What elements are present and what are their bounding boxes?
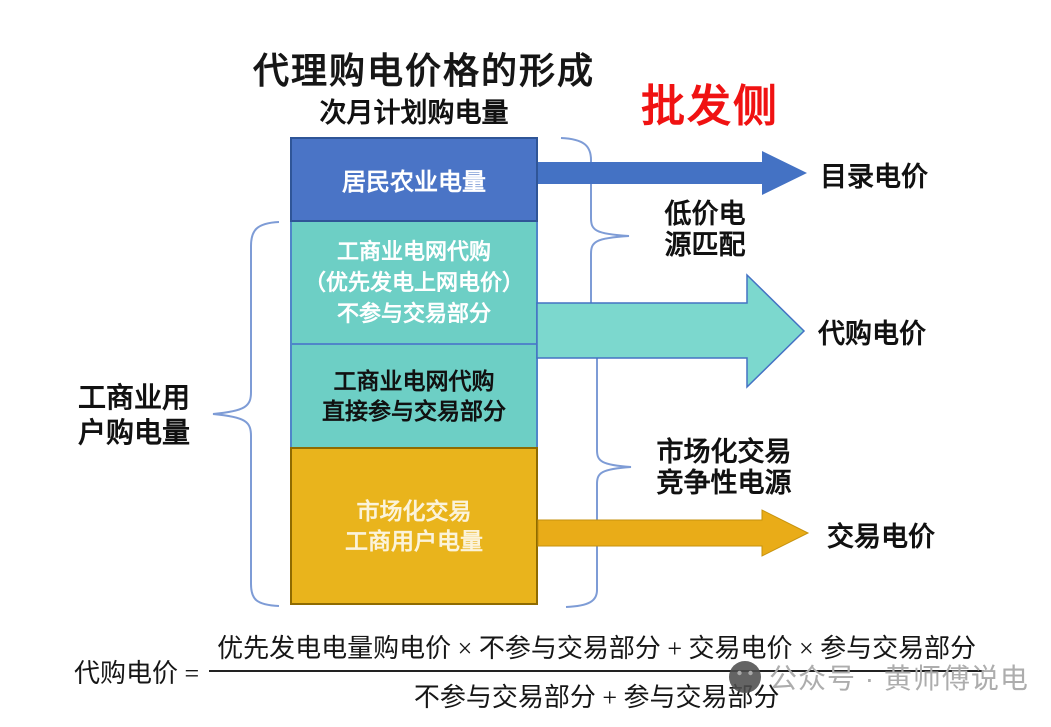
segment-label-line: 不参与交易部分 xyxy=(336,301,491,326)
segment-residential-agriculture: 居民农业电量 xyxy=(290,137,538,222)
formula-numerator: 优先发电电量购电价 × 不参与交易部分 + 交易电价 × 参与交易部分 xyxy=(209,628,985,672)
page-title: 代理购电价格的形成 xyxy=(253,50,596,91)
right-brace-lower xyxy=(565,330,632,608)
formula-lhs: 代购电价 = xyxy=(74,658,200,688)
segment-grid-proxy-nontrade: 工商业电网代购 （优先发电上网电价） 不参与交易部分 xyxy=(290,222,538,345)
annotation-line: 竞争性电源 xyxy=(656,468,792,498)
watermark-text: 公众号 · 黄师傅说电 xyxy=(769,663,1029,694)
annotation-line: 市场化交易 xyxy=(656,437,792,467)
planned-purchase-label: 次月计划购电量 xyxy=(319,98,509,128)
annotation-low-price-match: 低价电 源匹配 xyxy=(640,199,770,261)
annotation-line: 低价电 xyxy=(664,199,746,229)
catalog-price-label: 目录电价 xyxy=(820,162,928,192)
left-brace xyxy=(212,221,280,607)
agency-price-label: 代购电价 xyxy=(818,319,926,349)
stacked-volume-bar: 居民农业电量 工商业电网代购 （优先发电上网电价） 不参与交易部分 工商业电网代… xyxy=(290,137,538,605)
agency-price-formula: 代购电价 = 优先发电电量购电价 × 不参与交易部分 + 交易电价 × 参与交易… xyxy=(74,628,985,714)
segment-market-trade: 市场化交易 工商用户电量 xyxy=(290,447,538,605)
segment-label-line: （优先发电上网电价） xyxy=(303,270,524,295)
trade-price-label: 交易电价 xyxy=(827,522,935,552)
segment-grid-proxy-trade: 工商业电网代购 直接参与交易部分 xyxy=(290,345,538,447)
watermark-avatar-icon xyxy=(729,661,761,693)
formula-fraction: 优先发电电量购电价 × 不参与交易部分 + 交易电价 × 参与交易部分 不参与交… xyxy=(209,628,985,714)
right-brace-upper xyxy=(560,137,630,332)
segment-label-line: 直接参与交易部分 xyxy=(322,398,506,424)
segment-label-line: 市场化交易 xyxy=(356,498,472,524)
segment-label-line: 工商用户电量 xyxy=(345,528,483,554)
user-volume-line: 工商业用 xyxy=(78,382,191,413)
user-volume-label: 工商业用 户购电量 xyxy=(78,380,190,450)
catalog-price-arrow xyxy=(538,151,807,195)
watermark: 公众号 · 黄师傅说电 xyxy=(728,657,1029,697)
agency-price-arrow xyxy=(536,273,806,389)
annotation-line: 源匹配 xyxy=(664,230,746,260)
annotation-market-competitive: 市场化交易 竞争性电源 xyxy=(645,437,803,499)
segment-label-line: 工商业电网代购 xyxy=(336,239,491,264)
segment-label-line: 工商业电网代购 xyxy=(333,368,495,394)
user-volume-line: 户购电量 xyxy=(78,417,191,448)
wholesale-side-label: 批发侧 xyxy=(641,82,779,131)
formula-denominator: 不参与交易部分 + 参与交易部分 xyxy=(413,683,780,712)
trade-price-arrow xyxy=(537,509,810,557)
segment-label: 居民农业电量 xyxy=(342,169,486,196)
